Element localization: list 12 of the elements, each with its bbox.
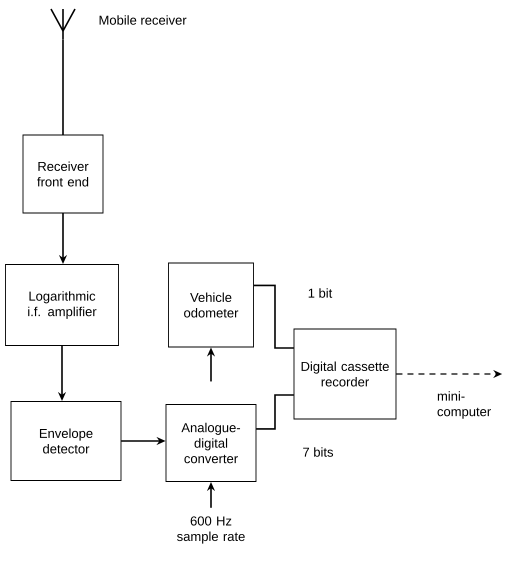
bare-text: 600 Hz sample rate — [177, 516, 245, 544]
edge-label: 7 bits — [301, 446, 335, 458]
bare-text: mini-computer — [438, 391, 491, 419]
process-box: Envelope detector — [10, 401, 122, 481]
process-box: Digital cassette recorder — [294, 328, 396, 420]
process-box: Logarithmic i.f. amplifier — [5, 264, 119, 346]
antenna-symbol — [50, 8, 76, 39]
process-box: Receiver front end — [22, 134, 104, 214]
edge-label: 1 bit — [306, 287, 334, 299]
process-box: Analogue-digital converter — [166, 404, 256, 482]
caption-text: Mobile receiver — [100, 15, 186, 25]
process-box: Vehicle odometer — [168, 262, 254, 348]
